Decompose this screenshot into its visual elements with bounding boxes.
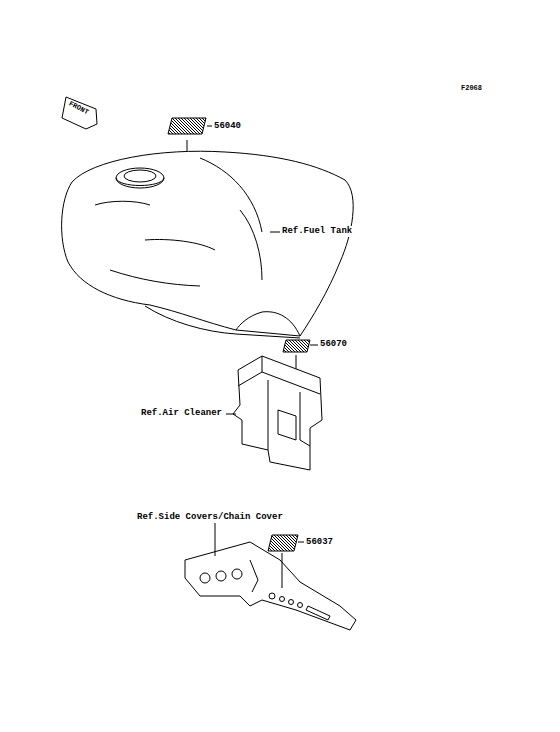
reference-label: Ref.Air Cleaner bbox=[140, 408, 223, 419]
callout-number: 56070 bbox=[319, 339, 348, 350]
air-cleaner bbox=[233, 356, 322, 470]
reference-label: Ref.Fuel Tank bbox=[281, 226, 353, 237]
figure-number: F2068 bbox=[460, 83, 483, 94]
callout-number: 56040 bbox=[213, 121, 242, 132]
label-decal bbox=[283, 340, 310, 352]
label-decal bbox=[268, 535, 298, 551]
chain-cover bbox=[185, 542, 356, 630]
label-decal bbox=[168, 118, 206, 134]
fuel-tank bbox=[62, 151, 354, 336]
reference-label: Ref.Side Covers/Chain Cover bbox=[136, 512, 284, 523]
callout-number: 56037 bbox=[305, 537, 334, 548]
front-tag bbox=[62, 97, 97, 129]
